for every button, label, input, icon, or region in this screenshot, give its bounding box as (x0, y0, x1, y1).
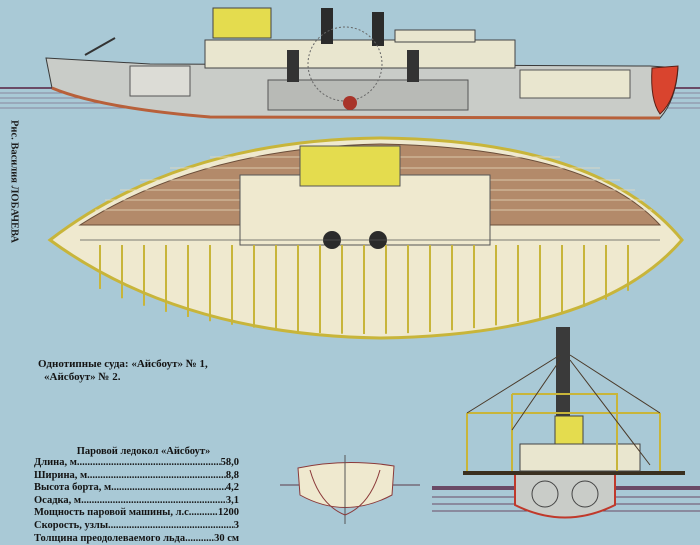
info-box: Однотипные суда: «Айсбоут» № 1, «Айсбоут… (34, 352, 239, 545)
sister-ships-line-2: «Айсбоут» № 2. (44, 371, 121, 383)
cylinder-1 (287, 50, 299, 82)
crane (84, 37, 116, 56)
spec-value: 1200 (218, 507, 239, 519)
hold-fore (129, 65, 191, 97)
upper-cabin (394, 29, 476, 43)
section-hull (514, 471, 616, 519)
spec-label: Высота борта, м (34, 482, 112, 494)
paddle-wheel (307, 26, 383, 102)
spec-row: Ширина, м. 8,8 (34, 470, 239, 483)
funnel-1 (321, 8, 333, 44)
spec-value: 30 см (214, 532, 239, 544)
spec-row: Высота борта, м 4,2 (34, 482, 239, 495)
wheelhouse (212, 7, 272, 39)
cylinder-2 (407, 50, 419, 82)
spec-row: Осадка, м 3,1 (34, 495, 239, 508)
spec-row: Скорость, узлы 3 (34, 520, 239, 533)
spec-row: Толщина преодолеваемого льда 30 см (34, 533, 239, 545)
spec-label: Осадка, м (34, 494, 82, 506)
spec-value: 3 (233, 519, 239, 531)
funnel-2 (372, 12, 384, 46)
spec-value: 3,1 (225, 494, 239, 506)
spec-label: Мощность паровой машины, л.с. (34, 507, 192, 519)
central-machinery (239, 174, 491, 246)
bow-red (651, 65, 679, 115)
paddle-box (299, 145, 401, 187)
section-deck (463, 471, 685, 475)
section-frame (466, 393, 661, 471)
spec-label: Длина, м (34, 457, 77, 468)
spec-label: Скорость, узлы (34, 519, 109, 531)
hull-body-plan (280, 455, 420, 524)
section-engine (519, 443, 641, 472)
spec-label: Толщина преодолеваемого льда (34, 532, 186, 544)
cross-section-view (432, 327, 700, 519)
spec-value: 8,8 (225, 469, 239, 481)
side-profile-view (0, 7, 700, 120)
section-cabin (554, 415, 584, 445)
spec-label: Ширина, м. (34, 469, 90, 481)
keel-strip (51, 86, 661, 120)
specs-table: Длина, м 58,0 Ширина, м. 8,8 Высота борта… (34, 457, 239, 545)
icebreaker-drawing (0, 7, 700, 524)
deck-plan-view (47, 136, 684, 340)
illustrator-credit: Рис. Василия ЛОБАЧЕВА (8, 119, 20, 243)
spec-value: 4,2 (225, 482, 239, 494)
specs-title: Паровой ледокол «Айсбоут» (76, 446, 211, 457)
section-stays (466, 354, 661, 466)
superstructure (204, 39, 516, 69)
sister-ships-line-1: Однотипные суда: «Айсбоут» № 1, (38, 358, 208, 370)
spec-row: Длина, м 58,0 (34, 457, 239, 470)
engine-room (267, 79, 469, 111)
aft-cabin (519, 69, 631, 99)
pump (343, 96, 357, 110)
sister-ships-note: Однотипные суда: «Айсбоут» № 1, «Айсбоут… (38, 358, 239, 384)
spec-row: Мощность паровой машины, л.с. 1200 (34, 507, 239, 520)
spec-value: 58,0 (220, 457, 239, 468)
frames (99, 245, 629, 334)
